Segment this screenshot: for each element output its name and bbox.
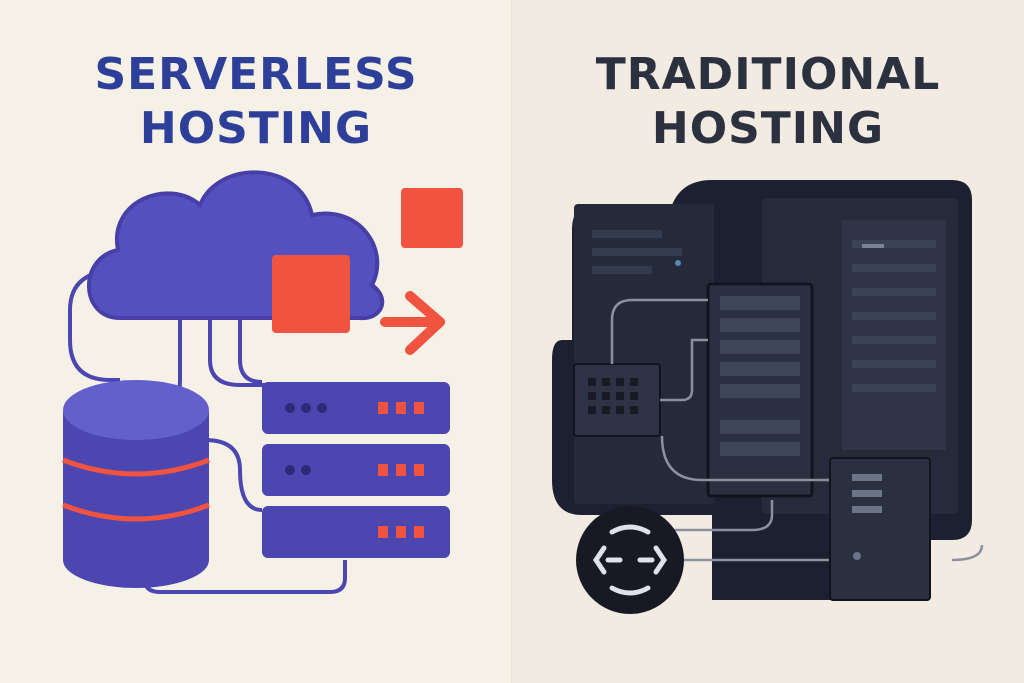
center-server-rack-icon [706, 282, 814, 498]
server-stack-icon [262, 382, 450, 558]
serverless-title-line2: HOSTING [139, 103, 373, 154]
traditional-illustration [552, 180, 984, 614]
traditional-title-line1: TRADITIONAL [595, 49, 941, 100]
tower-server-icon [829, 457, 931, 601]
network-globe-icon [576, 506, 684, 614]
cable-lines [610, 298, 984, 562]
traditional-title-line2: HOSTING [651, 103, 885, 154]
traditional-title: TRADITIONAL HOSTING [512, 48, 1024, 156]
small-red-square-icon [401, 188, 463, 248]
database-icon [62, 380, 210, 588]
serverless-illustration [62, 170, 463, 594]
traditional-panel: TRADITIONAL HOSTING [512, 0, 1024, 683]
serverless-panel: SERVERLESS HOSTING [0, 0, 512, 683]
arrow-right-icon [380, 291, 445, 355]
grid-panel-icon [573, 363, 661, 437]
serverless-title-line1: SERVERLESS [94, 49, 418, 100]
serverless-title: SERVERLESS HOSTING [0, 48, 512, 156]
red-square-icon [272, 255, 350, 333]
